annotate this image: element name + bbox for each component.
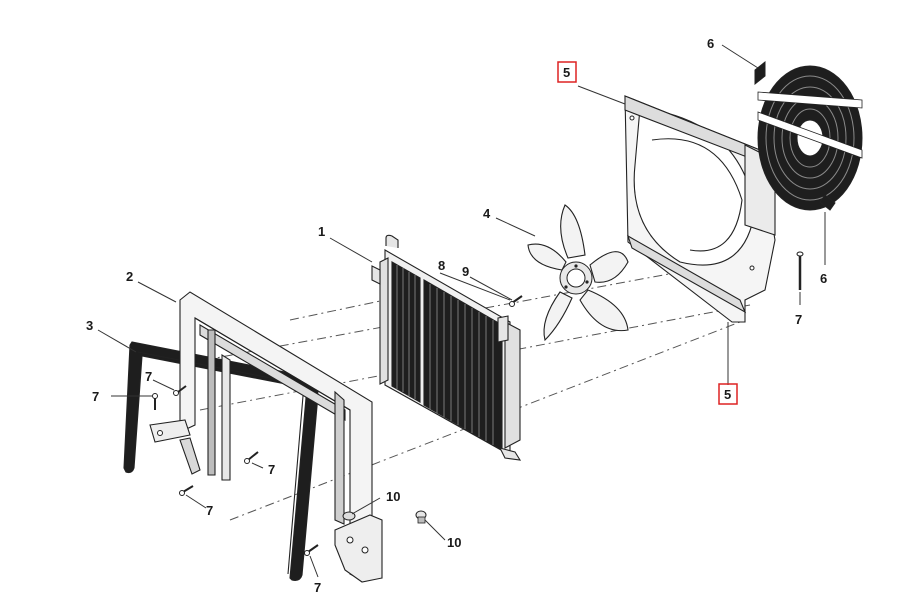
callout-10-lower: 10: [447, 535, 461, 550]
bolt-7-d: [179, 485, 194, 496]
callout-5-bottom: 5: [724, 387, 731, 402]
leader-lines: [97, 44, 826, 578]
callout-8: 8: [438, 258, 445, 273]
callout-6-top: 6: [707, 36, 714, 51]
drain-plug-10: [415, 510, 427, 524]
shroud-frame: [149, 291, 383, 583]
callout-3: 3: [86, 318, 93, 333]
screw-9: [509, 295, 523, 307]
callout-10-upper: 10: [386, 489, 400, 504]
fan-guard: [754, 60, 863, 211]
bolt-7-c: [244, 451, 259, 464]
callout-7-lower: 7: [206, 503, 213, 518]
bolt-7-a: [173, 385, 187, 396]
callout-7-bottom: 7: [314, 580, 321, 595]
callout-6-right: 6: [820, 271, 827, 286]
bolts-7: [152, 251, 804, 556]
callout-7-left: 7: [92, 389, 99, 404]
bolt-7-right: [796, 251, 804, 290]
callout-2: 2: [126, 269, 133, 284]
fan: [527, 204, 629, 342]
radiator: [371, 234, 522, 461]
callout-7-mid: 7: [268, 462, 275, 477]
callout-7-upper: 7: [145, 369, 152, 384]
fan-shroud: [624, 95, 776, 323]
callout-7-right: 7: [795, 312, 802, 327]
bolt-7-e: [304, 544, 319, 556]
callout-4: 4: [483, 206, 491, 221]
callout-9: 9: [462, 264, 469, 279]
bolt-7-b: [152, 393, 158, 410]
callout-5-top: 5: [563, 65, 570, 80]
callout-5-top-box: [557, 61, 577, 83]
callout-1: 1: [318, 224, 325, 239]
callout-5-bottom-box: [718, 383, 738, 405]
